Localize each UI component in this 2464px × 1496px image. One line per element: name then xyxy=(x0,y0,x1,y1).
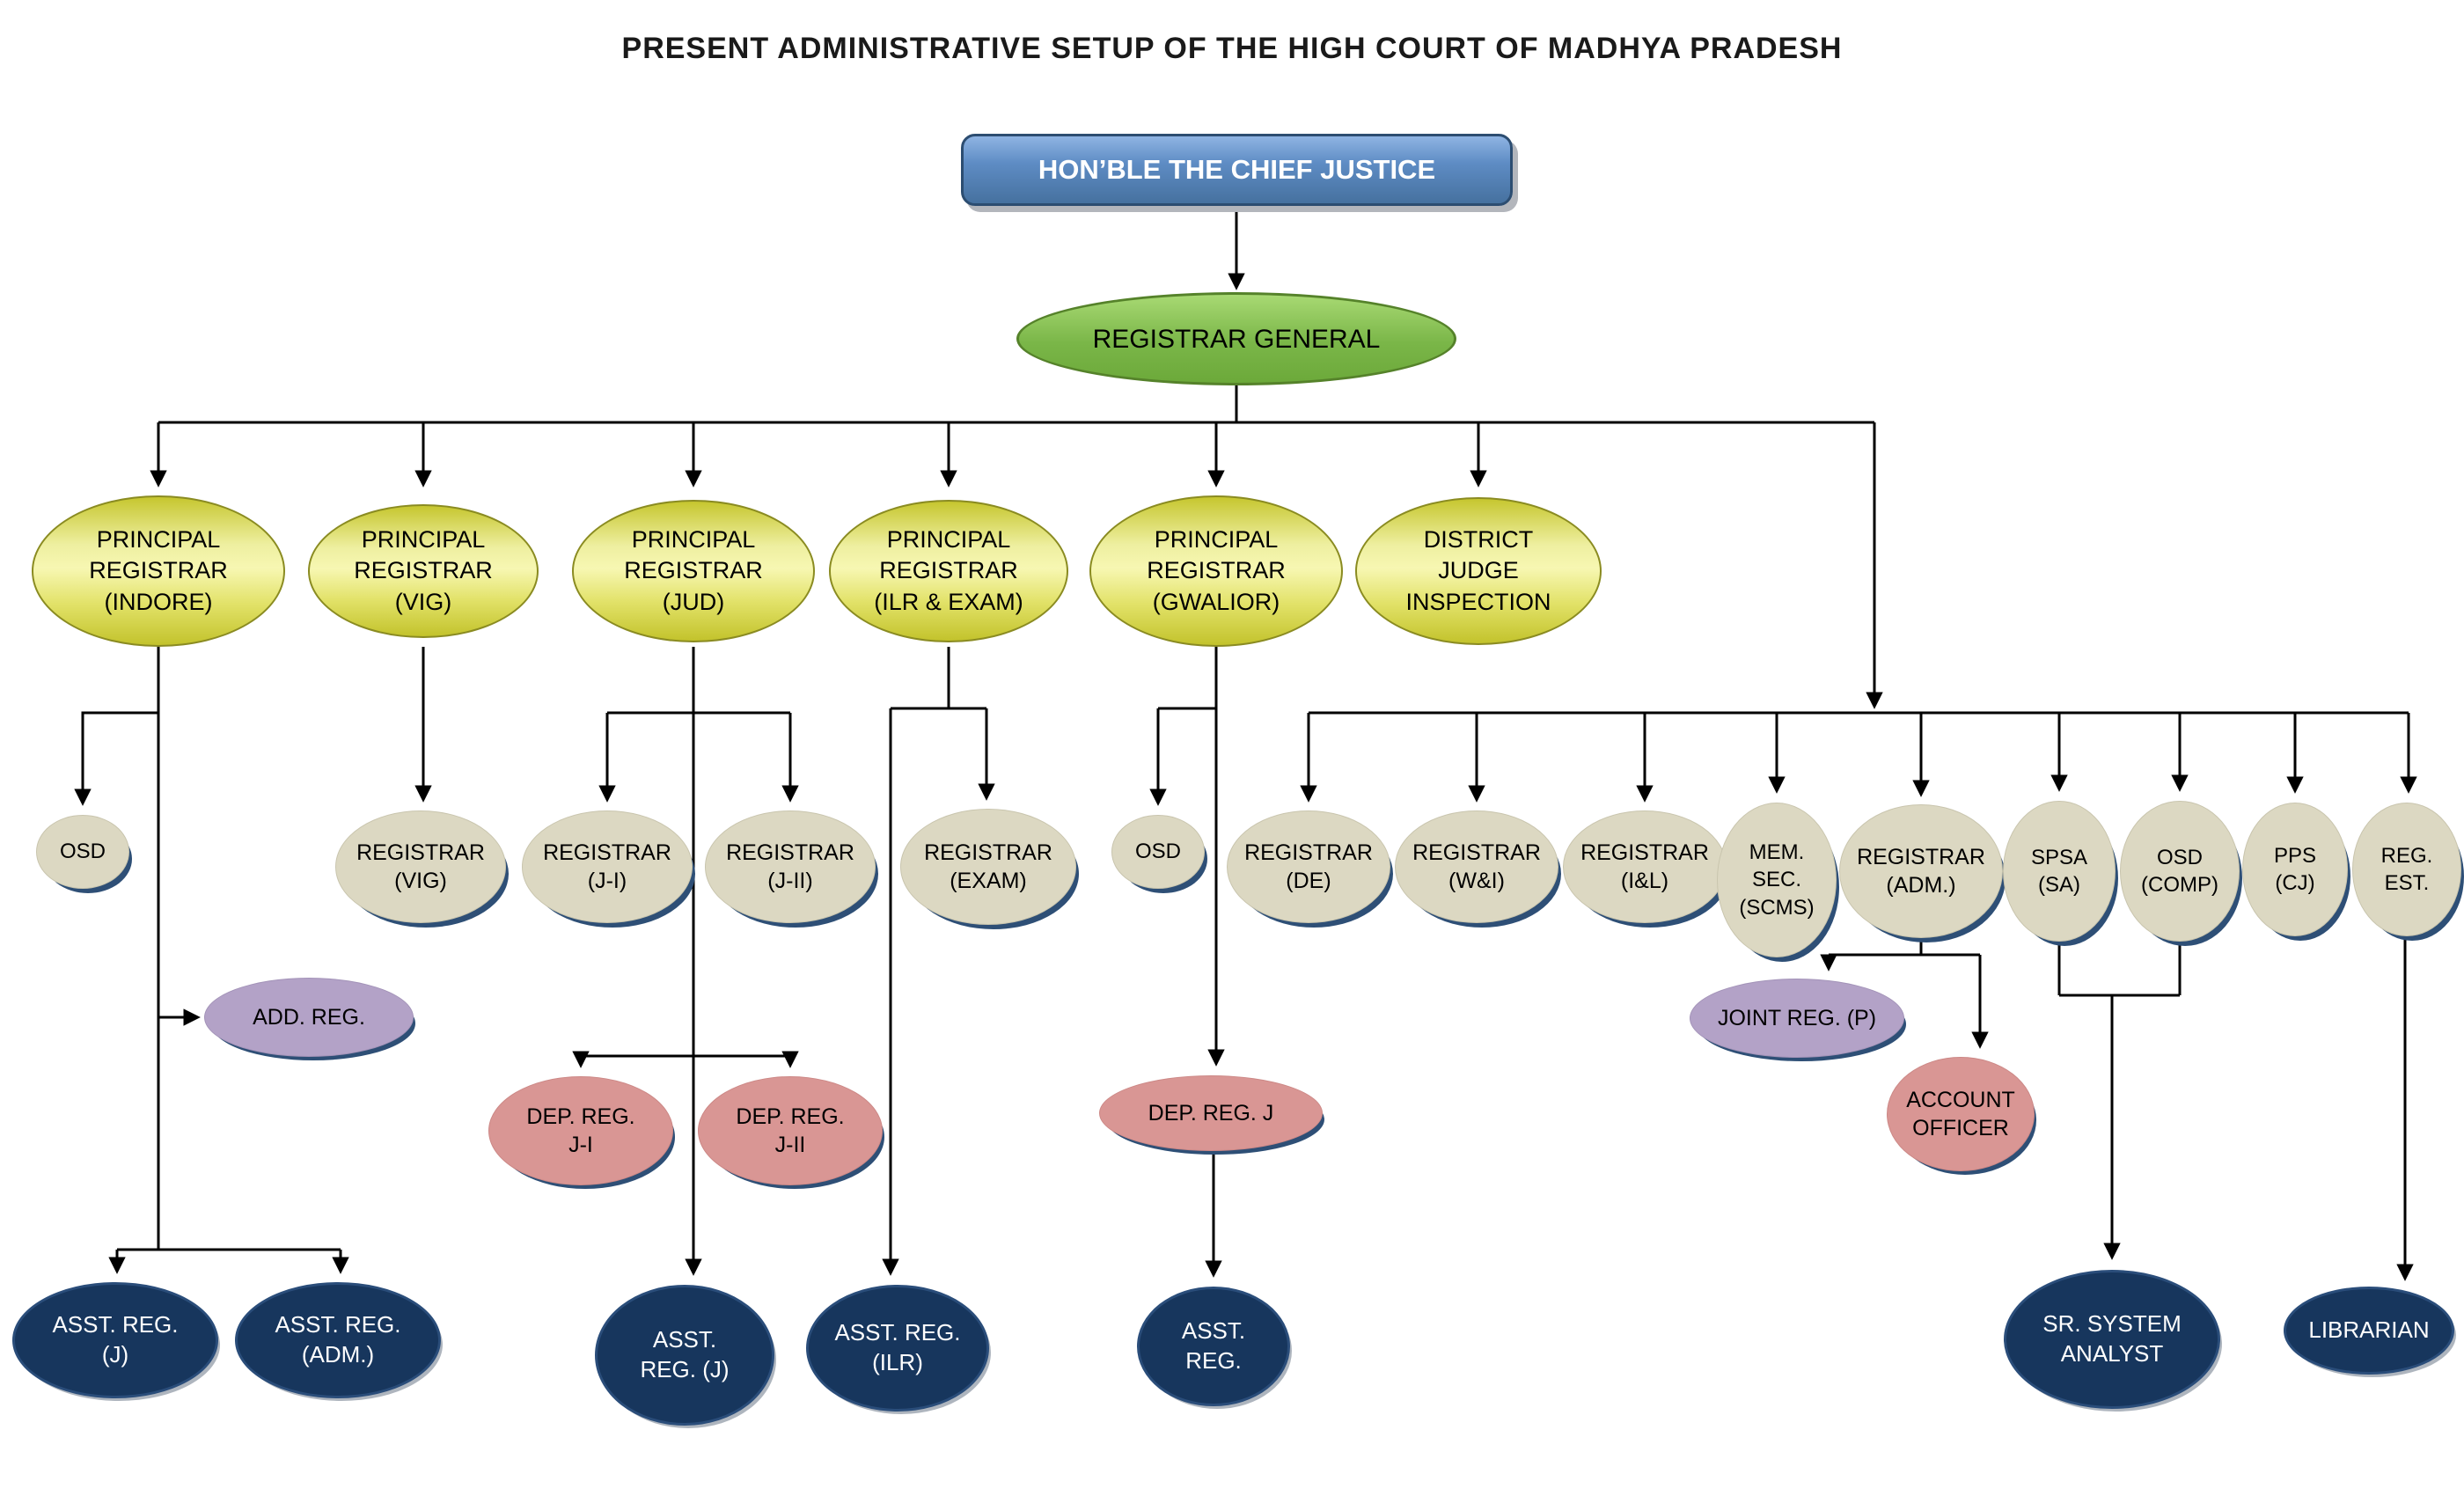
node-reg-est: REG. EST. xyxy=(2352,803,2461,936)
node-asst-reg-j-indore: ASST. REG. (J) xyxy=(12,1282,218,1398)
node-principal-registrar-ilr-exam: PRINCIPAL REGISTRAR (ILR & EXAM) xyxy=(829,500,1068,642)
node-asst-reg-adm: ASST. REG. (ADM.) xyxy=(235,1282,441,1398)
node-asst-reg-j-jud: ASST. REG. (J) xyxy=(595,1285,774,1426)
node-librarian: LIBRARIAN xyxy=(2284,1287,2454,1375)
node-spsa-sa: SPSA (SA) xyxy=(2003,801,2116,942)
node-registrar-general: REGISTRAR GENERAL xyxy=(1016,292,1456,385)
node-registrar-j1: REGISTRAR (J-I) xyxy=(522,810,693,923)
node-registrar-de: REGISTRAR (DE) xyxy=(1227,810,1390,923)
node-asst-reg-ilr: ASST. REG. (ILR) xyxy=(806,1285,989,1412)
node-sr-system-analyst: SR. SYSTEM ANALYST xyxy=(2004,1270,2220,1409)
node-chief-justice: HON’BLE THE CHIEF JUSTICE xyxy=(961,134,1513,206)
node-dep-reg-j: DEP. REG. J xyxy=(1099,1075,1323,1151)
node-account-officer: ACCOUNT OFFICER xyxy=(1887,1057,2035,1171)
node-registrar-il: REGISTRAR (I&L) xyxy=(1563,810,1727,923)
node-registrar-vig: REGISTRAR (VIG) xyxy=(335,810,506,923)
node-pps-cj: PPS (CJ) xyxy=(2242,803,2348,936)
node-joint-reg-p: JOINT REG. (P) xyxy=(1690,979,1904,1058)
node-principal-registrar-jud: PRINCIPAL REGISTRAR (JUD) xyxy=(572,500,815,642)
node-registrar-j2: REGISTRAR (J-II) xyxy=(705,810,876,923)
node-principal-registrar-gwalior: PRINCIPAL REGISTRAR (GWALIOR) xyxy=(1089,495,1343,647)
page-title: PRESENT ADMINISTRATIVE SETUP OF THE HIGH… xyxy=(621,32,1843,65)
node-principal-registrar-indore: PRINCIPAL REGISTRAR (INDORE) xyxy=(32,495,285,647)
node-osd-gwalior: OSD xyxy=(1111,815,1205,889)
node-osd-comp: OSD (COMP) xyxy=(2120,801,2240,942)
node-osd-indore: OSD xyxy=(36,815,129,889)
node-principal-registrar-vig: PRINCIPAL REGISTRAR (VIG) xyxy=(308,504,539,638)
node-dep-reg-j2: DEP. REG. J-II xyxy=(698,1076,883,1185)
node-asst-reg-gwalior: ASST. REG. xyxy=(1137,1287,1290,1406)
node-district-judge-inspection: DISTRICT JUDGE INSPECTION xyxy=(1355,497,1602,645)
node-registrar-wi: REGISTRAR (W&I) xyxy=(1395,810,1558,923)
node-registrar-adm: REGISTRAR (ADM.) xyxy=(1839,804,2003,938)
node-dep-reg-j1: DEP. REG. J-I xyxy=(488,1076,673,1185)
node-registrar-exam: REGISTRAR (EXAM) xyxy=(900,809,1076,925)
node-mem-sec-scms: MEM. SEC. (SCMS) xyxy=(1717,803,1837,957)
chief-justice-label: HON’BLE THE CHIEF JUSTICE xyxy=(1038,153,1436,185)
node-add-reg: ADD. REG. xyxy=(204,978,414,1057)
